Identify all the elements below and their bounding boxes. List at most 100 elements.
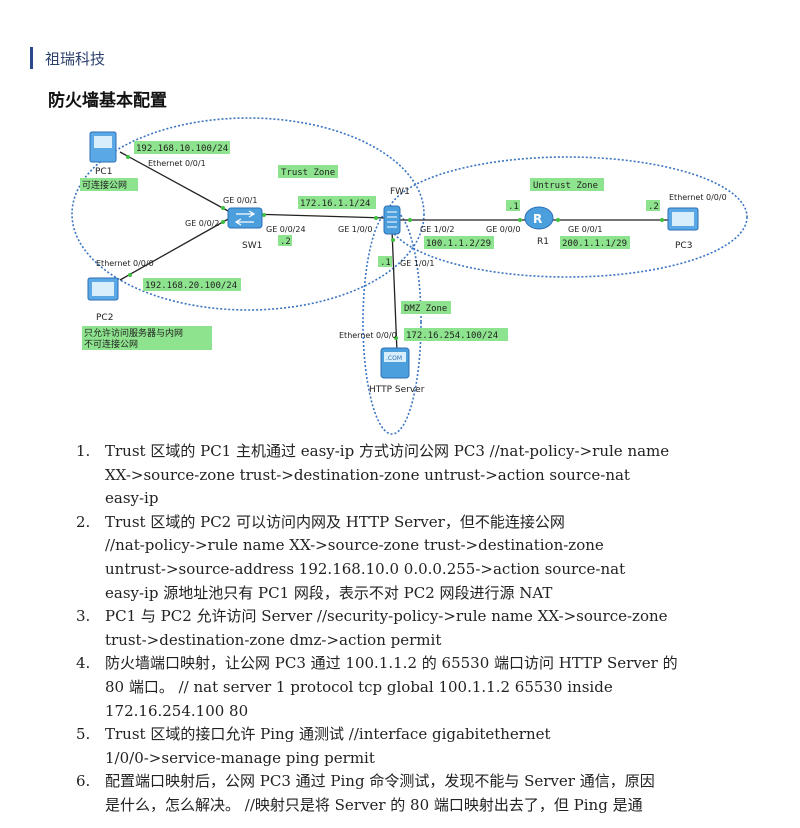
item-number: 3. [76,607,91,626]
list-item: 3. PC1 与 PC2 允许访问 Server //security-poli… [76,605,766,652]
pc2-ip-tag: 192.168.20.100/24 [145,281,237,291]
r1-port-g000: GE 0/0/0 [486,225,520,234]
pc2-port-label: Ethernet 0/0/0 [96,259,154,268]
link-sw1-fw1 [249,213,386,219]
port-dot [221,220,225,224]
item-line: 是什么，怎么解决。 //映射只是将 Server 的 80 端口映射出去了，但 … [105,795,643,814]
http-server-screen [384,352,406,362]
r1-router-icon: R [533,212,542,226]
port-dot [391,238,395,242]
document-title: 防火墙基本配置 [48,91,167,111]
pc3-dot-tag: .2 [648,202,659,212]
http-ip-tag-bg [404,328,508,341]
port-dot [126,155,130,159]
port-dot [556,218,560,222]
pc1-note: 可连接公网 [82,179,127,191]
http-server-label: HTTP Server [369,385,425,395]
link-fw1-http [391,229,398,353]
sw1-label: SW1 [242,241,262,251]
pc1-label: PC1 [95,167,112,177]
r1-dot-tag-bg [506,200,520,211]
item-line: untrust->source-address 192.168.10.0 0.0… [105,559,626,578]
list-item: 4. 防火墙端口映射，让公网 PC3 通过 100.1.1.2 的 65530 … [76,652,766,723]
trust-zone-label-bg [278,165,338,178]
pc2-screen [92,282,114,296]
instruction-list: 1. Trust 区域的 PC1 主机通过 easy-ip 方式访问公网 PC3… [76,440,766,818]
link-pc2-sw1 [119,217,231,281]
pc1-device[interactable]: PC1 [89,131,117,177]
sw1-device[interactable]: SW1 [227,207,263,251]
item-text: PC1 与 PC2 允许访问 Server //security-policy-… [105,605,766,652]
link-pc1-sw1 [119,151,231,213]
http-ip-tag: 172.16.254.100/24 [406,331,498,341]
sw1-port-g002: GE 0/0/2 [185,219,219,228]
header-accent-bar [30,47,33,69]
list-item: 2. Trust 区域的 PC2 可以访问内网及 HTTP Server，但不能… [76,511,766,605]
pc2-note-line1: 只允许访问服务器与内网 [84,327,183,339]
dmz-zone-label: DMZ Zone [404,304,447,314]
http-port-label: Ethernet 0/0/0 [339,331,397,340]
pc2-note-bg [82,326,212,350]
sw1-dot-tag: .2 [280,237,291,247]
trust-zone-boundary [71,117,425,311]
item-text: Trust 区域的 PC1 主机通过 easy-ip 方式访问公网 PC3 //… [105,440,766,511]
item-number: 5. [76,725,91,744]
fw-trust-ip-tag: 172.16.1.1/24 [300,199,370,209]
pc1-ip-tag: 192.168.10.100/24 [136,144,228,154]
item-line: easy-ip [105,489,159,508]
item-line: PC1 与 PC2 允许访问 Server //security-policy-… [105,607,668,626]
item-line: Trust 区域的 PC1 主机通过 easy-ip 方式访问公网 PC3 //… [105,442,670,460]
sw1-dot-tag-bg [278,235,292,246]
pc1-ip-tag-bg [134,141,230,154]
port-dot [374,216,378,220]
r1-label: R1 [537,237,549,247]
item-number: 4. [76,654,91,673]
sw1-body [227,207,263,229]
r1-port-g001: GE 0/0/1 [568,225,602,234]
sw1-port-g0024: GE 0/0/24 [266,225,306,234]
item-line: 1/0/0->service-manage ping permit [105,748,375,767]
fw1-port-g101: GE 1/0/1 [400,259,434,268]
item-line: 防火墙端口映射，让公网 PC3 通过 100.1.1.2 的 65530 端口访… [105,654,678,673]
pc3-port-label: Ethernet 0/0/0 [669,193,727,202]
pc3-screen [672,212,694,226]
item-number: 2. [76,512,91,531]
http-server-device[interactable]: .COM HTTP Server [369,347,425,395]
port-dot [128,273,132,277]
port-dot [262,213,266,217]
item-text: 配置端口映射后，公网 PC3 通过 Ping 命令测试，发现不能与 Server… [105,770,766,817]
pc2-device[interactable]: PC2 [87,277,119,323]
http-server-icon: .COM [386,355,402,362]
port-status-dots [126,155,664,340]
fw-trust-ip-tag-bg [298,196,376,209]
fw1-port-g100: GE 1/0/0 [338,225,372,234]
pc2-ip-tag-bg [143,278,241,291]
pc3-dot-tag-bg [646,200,660,211]
port-dot [221,206,225,210]
item-line: 配置端口映射后，公网 PC3 通过 Ping 命令测试，发现不能与 Server… [105,772,655,791]
item-line: easy-ip 源地址池只有 PC1 网段，表示不对 PC2 网段进行源 NAT [105,583,553,602]
sw1-port-g001: GE 0/0/1 [223,196,257,205]
fw1-device[interactable]: FW1 [383,187,410,235]
r1-router[interactable]: R R1 [524,206,554,247]
item-line: //nat-policy->rule name XX->source-zone … [105,536,604,555]
fw1-port-g102: GE 1/0/2 [420,225,454,234]
item-text: Trust 区域的接口允许 Ping 通测试 //interface gigab… [105,723,766,770]
network-topology-diagram: PC1 192.168.10.100/24 Ethernet 0/0/1 可连接… [71,117,748,435]
trust-zone-label: Trust Zone [281,168,335,178]
item-line: 172.16.254.100 80 [105,701,249,720]
company-name: 祖瑞科技 [45,49,106,68]
item-text: 防火墙端口映射，让公网 PC3 通过 100.1.1.2 的 65530 端口访… [105,652,766,723]
pc1-port-label: Ethernet 0/0/1 [148,159,206,168]
fw1-firewall-icon [387,211,397,228]
r1-dot-tag: .1 [508,202,519,212]
port-dot [408,218,412,222]
item-line: Trust 区域的接口允许 Ping 通测试 //interface gigab… [105,725,551,744]
dmz-dot-tag: .1 [380,258,391,268]
list-item: 1. Trust 区域的 PC1 主机通过 easy-ip 方式访问公网 PC3… [76,440,766,511]
dmz-dot-tag-bg [378,256,392,267]
fw-untrust-ip-tag: 100.1.1.2/29 [426,239,491,249]
pc2-label: PC2 [96,313,113,323]
pc3-device[interactable]: PC3 [667,207,699,251]
port-dot [660,218,664,222]
